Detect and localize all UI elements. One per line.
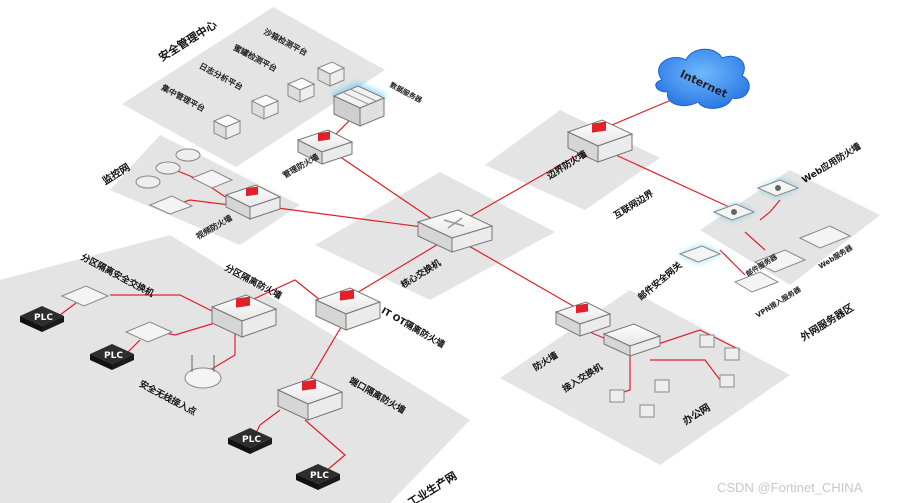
web-server-icon [798,225,852,249]
link-itot-zone-fw [244,279,321,304]
plc-chip-3 [228,428,272,454]
link-webfw-mail [744,231,766,251]
internet-cloud: Internet [655,48,750,109]
mgmt-firewall-icon [296,129,354,165]
plc-label-4: PLC [310,471,329,481]
link-border-webfw [604,149,741,213]
zone-switch-icon-2 [124,321,174,343]
plc-chip-2 [90,344,134,370]
office-firewall-icon [554,301,612,337]
camera-icon-2 [155,161,181,175]
link-core-office-fw [454,237,581,311]
pc-icon-6 [719,374,735,388]
pc-icon-2 [639,404,655,418]
plc-chip-4 [296,464,340,490]
link-core-video-fw [254,204,446,231]
pc-icon-1 [609,389,625,403]
vpn-server-label: VPN接入服务器 [754,284,803,319]
plc-label-2: PLC [104,351,123,361]
link-core-mgmt-fw [329,149,446,229]
link-webfw-servers [759,199,781,221]
data-server-label: 数据服务器 [388,80,424,105]
data-server-rack-icon [330,82,388,127]
itot-fw-label: IT OT隔离防火墙 [379,305,447,351]
zone-industrial [0,235,470,503]
wireless-ap-icon [184,355,222,389]
zone-firewall-icon [210,294,278,338]
central-mgmt-icon [212,114,242,140]
internet-border-label: 互联网边界 [611,187,656,221]
zone-security-center [122,7,385,167]
link-portfw-plc4 [304,419,346,473]
nvr-icon-1 [190,169,234,189]
zone-switch-icon-1 [60,285,110,307]
pc-icon-5 [724,347,740,361]
mail-gateway-label: 邮件安全网关 [635,259,684,303]
web-fw-icon-2 [712,202,756,222]
mail-server-icon [753,249,807,273]
link-zonefw-switches [110,294,221,316]
core-switch-icon [416,209,494,253]
nvr-icon-2 [148,195,194,215]
zone-external [700,170,880,285]
deception-platform-icon [286,77,316,103]
zone-office [500,290,790,465]
link-webfw-vpn [719,249,746,276]
link-zonefw-ap [209,325,236,371]
log-platform-icon [250,94,280,120]
itot-firewall-icon [314,287,382,331]
plc-label-3: PLC [242,435,261,445]
sandbox-platform-icon [316,61,346,87]
link-core-itot-fw [344,239,446,301]
watermark: CSDN @Fortinet_CHINA [717,480,863,495]
pc-icon-3 [654,379,670,393]
border-firewall-icon [566,119,634,163]
link-switch-pcs3 [650,359,721,381]
camera-icon-1 [175,148,201,162]
pc-icon-4 [699,334,715,348]
plc-chip-1 [20,306,64,332]
vpn-router-icon [678,244,722,264]
mgmt-fw-label: 管理防火墙 [281,151,321,180]
camera-icon-3 [135,175,161,189]
vpn-server-icon [733,271,780,293]
plc-label-1: PLC [34,313,53,323]
link-core-border-fw [449,144,596,229]
web-fw-label: Web应用防火墙 [800,140,863,186]
access-switch-icon [602,323,662,357]
port-firewall-icon [276,377,344,421]
external-zone-title: 外网服务器区 [797,301,856,344]
video-firewall-icon [224,184,282,220]
zone-internet-border [485,110,660,210]
web-fw-icon-1 [756,178,800,198]
